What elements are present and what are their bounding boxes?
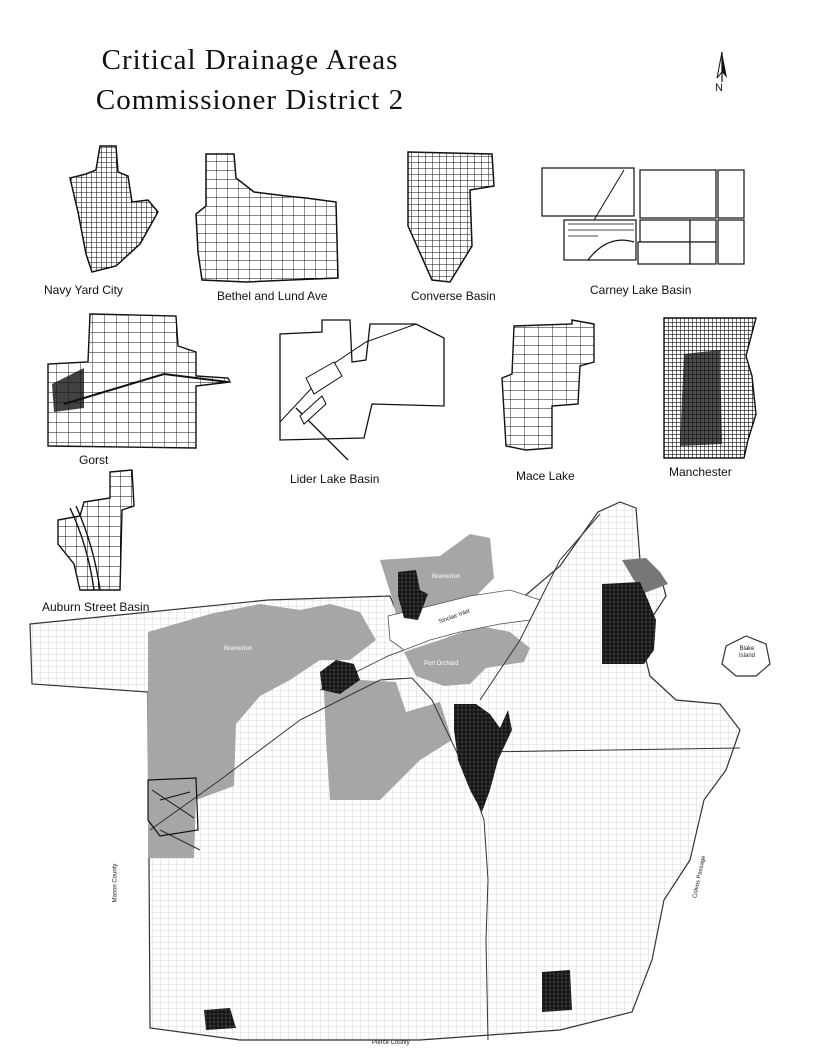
- navy-yard-city-thumbnail: [69, 145, 159, 273]
- basin-navy-yard-city-map: [398, 570, 428, 620]
- basin-label-gorst: Gorst: [79, 453, 109, 467]
- map-title-line2: Commissioner District 2: [95, 84, 405, 116]
- basin-label-lider-lake: Lider Lake Basin: [290, 472, 380, 486]
- basin-label-manchester: Manchester: [669, 465, 732, 479]
- basin-label-converse: Converse Basin: [411, 289, 496, 303]
- map-title-line1: Critical Drainage Areas: [101, 44, 399, 76]
- basin-lider-lake-map: [147, 777, 199, 837]
- north-arrow-icon: N: [711, 50, 733, 102]
- sinclair-inlet-water: [387, 589, 541, 651]
- basin-label-auburn-street: Auburn Street Basin: [42, 600, 150, 614]
- basin-mace-lake-map: [542, 970, 572, 1012]
- manchester-city-edge: [622, 558, 668, 594]
- label-bremerton-west: Bremerton: [224, 646, 253, 652]
- highway-route: [149, 677, 489, 1041]
- label-blake-island: Blake Island: [738, 646, 755, 659]
- manchester-thumbnail: [663, 317, 757, 459]
- basin-converse-map: [454, 704, 512, 812]
- mace-lake-thumbnail: [501, 319, 595, 451]
- label-bremerton-north: Bremerton: [432, 574, 461, 580]
- basin-auburn-map: [204, 1008, 236, 1030]
- auburn-street-thumbnail: [57, 469, 135, 591]
- basin-label-mace-lake: Mace Lake: [516, 469, 575, 483]
- basin-label-bethel-lund: Bethel and Lund Ave: [217, 289, 328, 303]
- gorst-thumbnail: [47, 313, 232, 449]
- bremerton-west-area: [148, 604, 376, 858]
- port-orchard-area: [404, 626, 530, 686]
- lider-lake-thumbnail: [279, 319, 445, 461]
- label-mason-county: Mason County: [112, 863, 119, 903]
- bethel-lund-thumbnail: [195, 153, 339, 283]
- carney-lake-thumbnail: [541, 167, 745, 265]
- bremerton-south-area: [324, 680, 452, 800]
- converse-basin-thumbnail: [407, 151, 495, 283]
- blake-island: [721, 635, 771, 677]
- basin-label-navy-yard-city: Navy Yard City: [44, 283, 123, 297]
- label-port-orchard: Port Orchard: [424, 661, 459, 667]
- north-letter: N: [715, 82, 723, 94]
- basin-label-carney-lake: Carney Lake Basin: [590, 283, 692, 297]
- basin-gorst-map: [320, 660, 360, 694]
- basin-manchester-map: [602, 582, 656, 664]
- label-pierce-county: Pierce County: [372, 1040, 410, 1046]
